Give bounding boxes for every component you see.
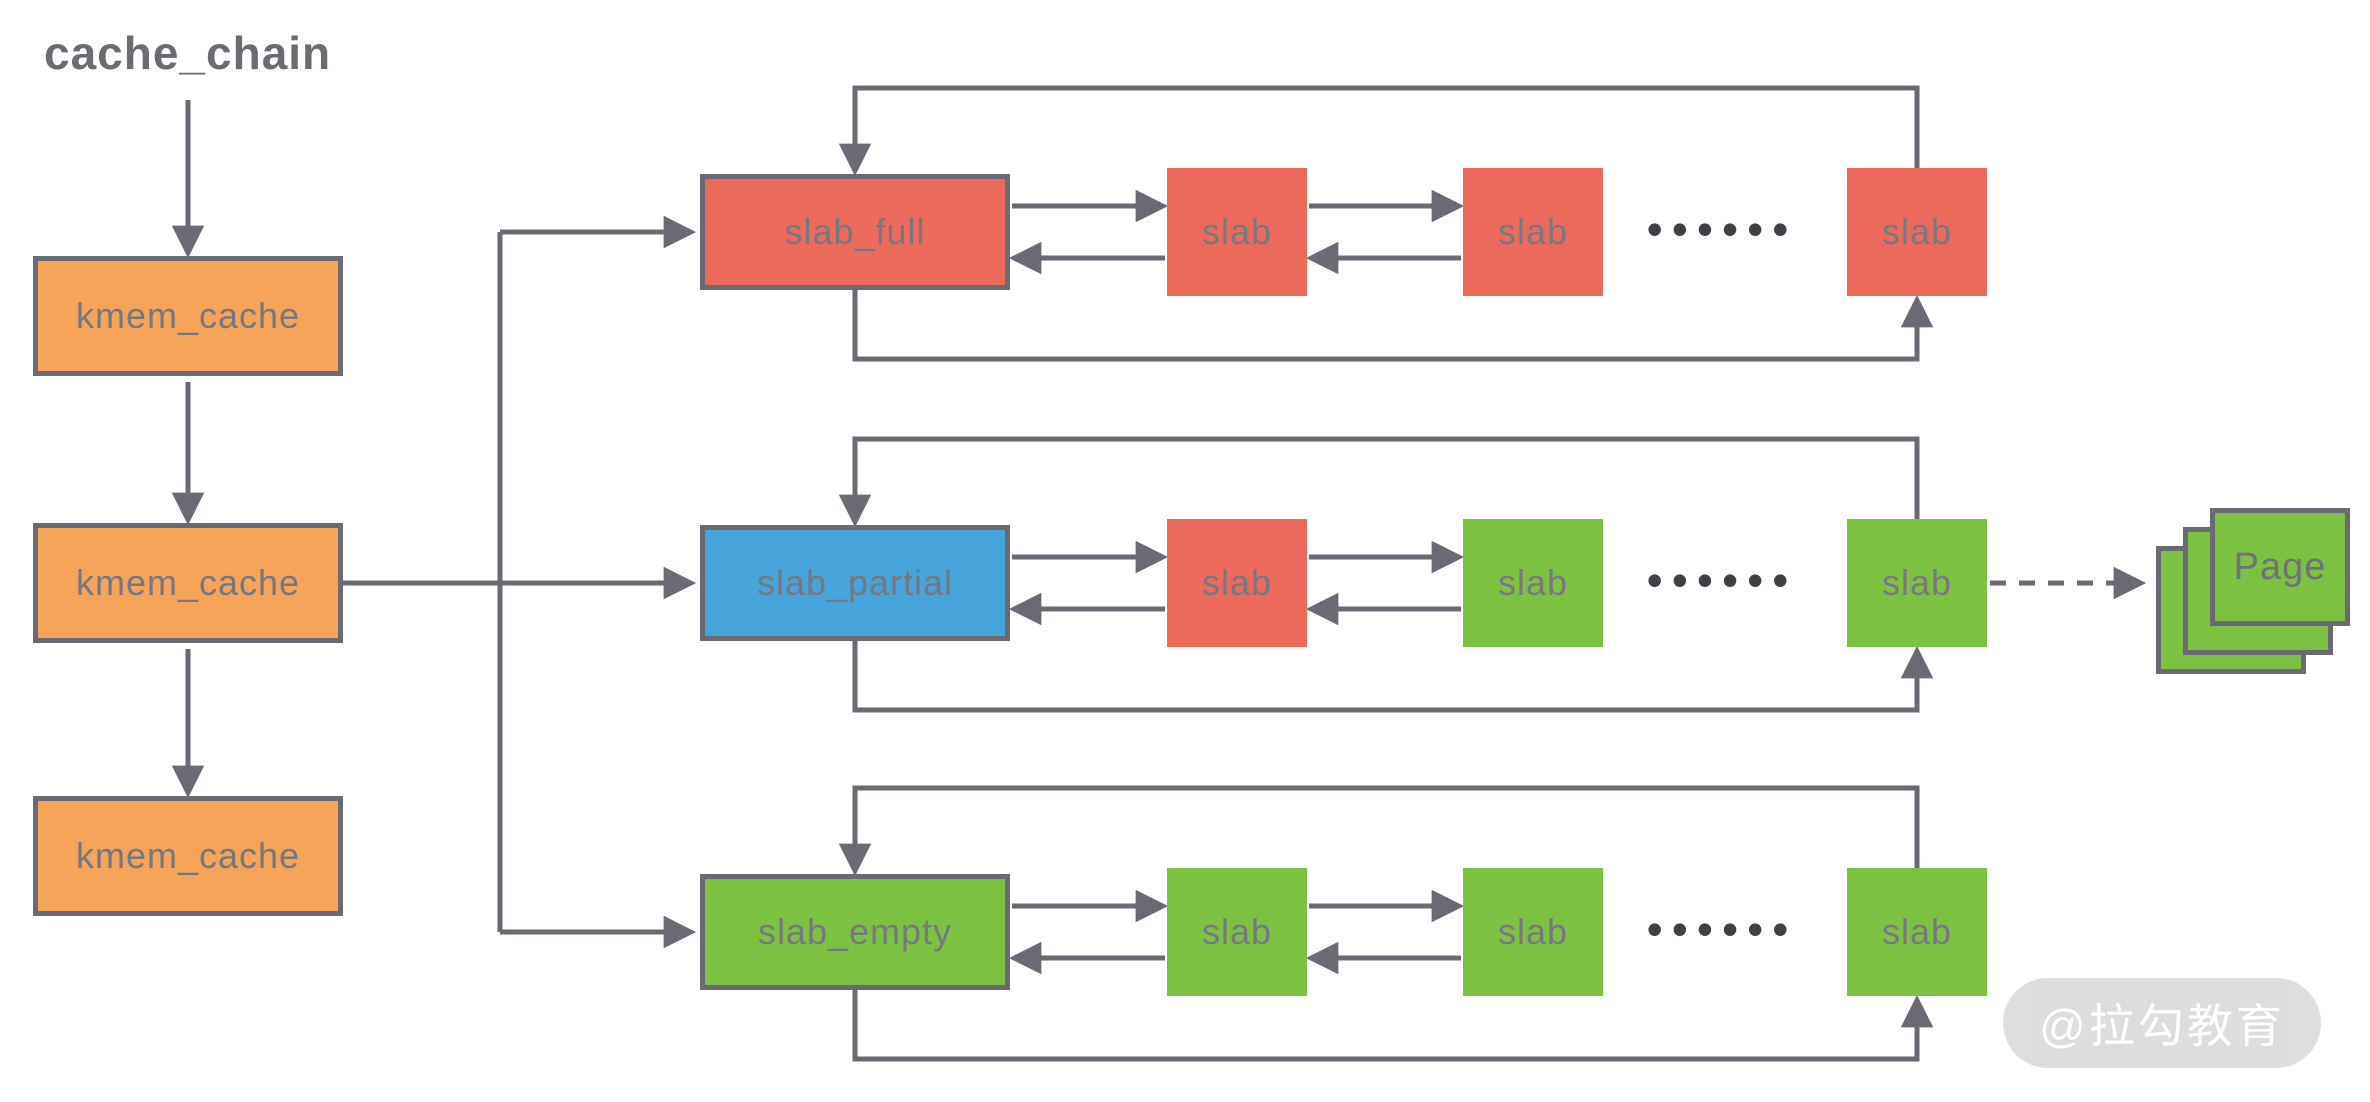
slab-full-label: slab_full [784,211,926,252]
slab-label: slab [1881,911,1953,952]
slab-label: slab [1497,911,1569,952]
branch-lines [343,215,697,949]
slab-label: slab [1201,911,1273,952]
slab-label: slab [1881,211,1953,252]
diagram-title: cache_chain [44,27,332,79]
slab-full-node: slab_full [700,174,1010,290]
slab-label: slab [1201,211,1273,252]
slab-node-r3-2: slab [1463,868,1603,996]
slab-node-r2-1: slab [1167,519,1307,647]
slab-label: slab [1881,562,1953,603]
slab-empty-label: slab_empty [757,911,953,952]
kmem-cache-label: kmem_cache [75,562,301,603]
kmem-cache-node-1: kmem_cache [33,256,343,376]
kmem-cache-label: kmem_cache [75,835,301,876]
slab-empty-node: slab_empty [700,874,1010,990]
kmem-cache-node-3: kmem_cache [33,796,343,916]
kmem-cache-label: kmem_cache [75,295,301,336]
slab-label: slab [1201,562,1273,603]
row-3-links [838,785,1934,1062]
row-2-links [838,436,2147,713]
slab-node-r3-3: slab [1847,868,1987,996]
page-sheet-front: Page [2210,508,2350,626]
slab-node-r1-1: slab [1167,168,1307,296]
slab-node-r2-2: slab [1463,519,1603,647]
slab-label: slab [1497,562,1569,603]
slab-partial-node: slab_partial [700,525,1010,641]
ellipsis-dots-row-2: •••••• [1646,554,1798,606]
watermark-badge: @拉勾教育 [2003,978,2321,1068]
slab-node-r1-2: slab [1463,168,1603,296]
page-label: Page [2233,545,2327,588]
kmem-cache-node-2: kmem_cache [33,523,343,643]
slab-node-r1-3: slab [1847,168,1987,296]
slab-node-r3-1: slab [1167,868,1307,996]
slab-partial-label: slab_partial [756,562,954,603]
ellipsis-dots-row-3: •••••• [1646,903,1798,955]
row-1-links [838,85,1934,362]
ellipsis-dots-row-1: •••••• [1646,203,1798,255]
slab-node-r2-3: slab [1847,519,1987,647]
slab-label: slab [1497,211,1569,252]
